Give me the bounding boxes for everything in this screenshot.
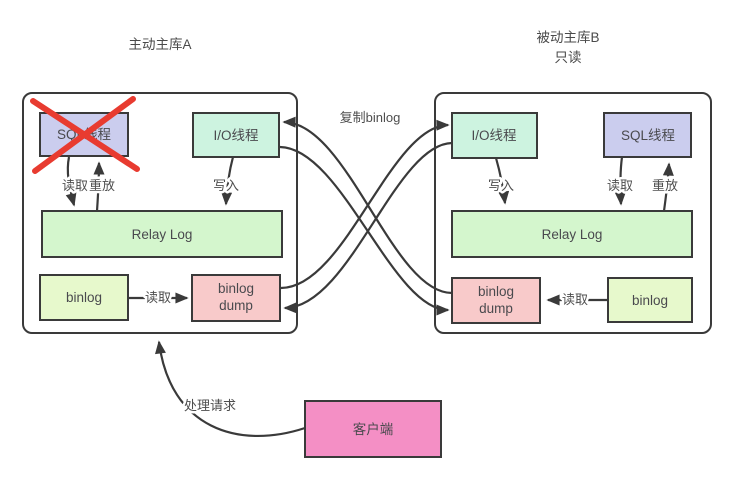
read-label-binlog-a: 读取 (145, 290, 171, 305)
read-label-b: 读取 (607, 178, 633, 193)
read-label-binlog-b: 读取 (562, 292, 588, 307)
node-binlog-a (39, 274, 129, 321)
arrow-a-dump-to-b-io (280, 119, 450, 290)
copy-binlog-label: 复制binlog (340, 110, 401, 125)
red-cross-line-2 (32, 96, 136, 174)
handle-request-label: 处理请求 (184, 398, 236, 413)
node-relay-log-b (451, 210, 693, 258)
arrow-relay-replay-sql-a (93, 161, 105, 212)
node-io-thread-a (192, 112, 280, 158)
binlog-dump-b-label-line1: binlog (478, 284, 514, 299)
replay-label-b: 重放 (652, 178, 678, 193)
arrow-relay-replay-sql-b (662, 162, 674, 212)
server-b-subtitle: 只读 (555, 50, 582, 65)
node-binlog-b (607, 277, 693, 323)
server-b-title: 被动主库B (536, 30, 599, 45)
node-client (304, 400, 442, 458)
write-label-b: 写入 (488, 178, 514, 193)
io-thread-b-label: I/O线程 (471, 128, 516, 143)
arrow-sql-read-relay-a (65, 156, 77, 207)
server-a-title: 主动主库A (128, 37, 191, 52)
binlog-b-label: binlog (632, 293, 668, 308)
arrow-b-io-to-a-dump (283, 141, 453, 314)
node-sql-thread-b (603, 112, 692, 158)
binlog-a-label: binlog (66, 290, 102, 305)
arrow-io-write-relay-b (494, 157, 510, 205)
arrow-sql-read-relay-b (614, 156, 626, 206)
binlog-dump-a-label-line1: binlog (218, 281, 254, 296)
arrow-b-dump-to-a-io (282, 116, 453, 295)
arrow-a-io-to-b-dump (279, 145, 450, 316)
write-label-a: 写入 (213, 178, 239, 193)
node-relay-log-a (41, 210, 283, 258)
binlog-dump-b-label-line2: dump (479, 301, 513, 316)
arrow-client-to-server-a (155, 340, 306, 438)
sql-thread-b-label: SQL线程 (621, 128, 675, 143)
binlog-dump-a-label-line2: dump (219, 298, 253, 313)
node-binlog-dump-a (191, 274, 281, 322)
relay-log-a-label: Relay Log (132, 227, 193, 242)
relay-log-b-label: Relay Log (542, 227, 603, 242)
client-label: 客户端 (353, 421, 394, 437)
replay-label-a: 重放 (89, 178, 115, 193)
read-label-a: 读取 (62, 178, 88, 193)
io-thread-a-label: I/O线程 (213, 128, 258, 143)
node-binlog-dump-b (451, 277, 541, 324)
arrow-io-write-relay-a (221, 156, 235, 206)
node-io-thread-b (451, 112, 538, 159)
